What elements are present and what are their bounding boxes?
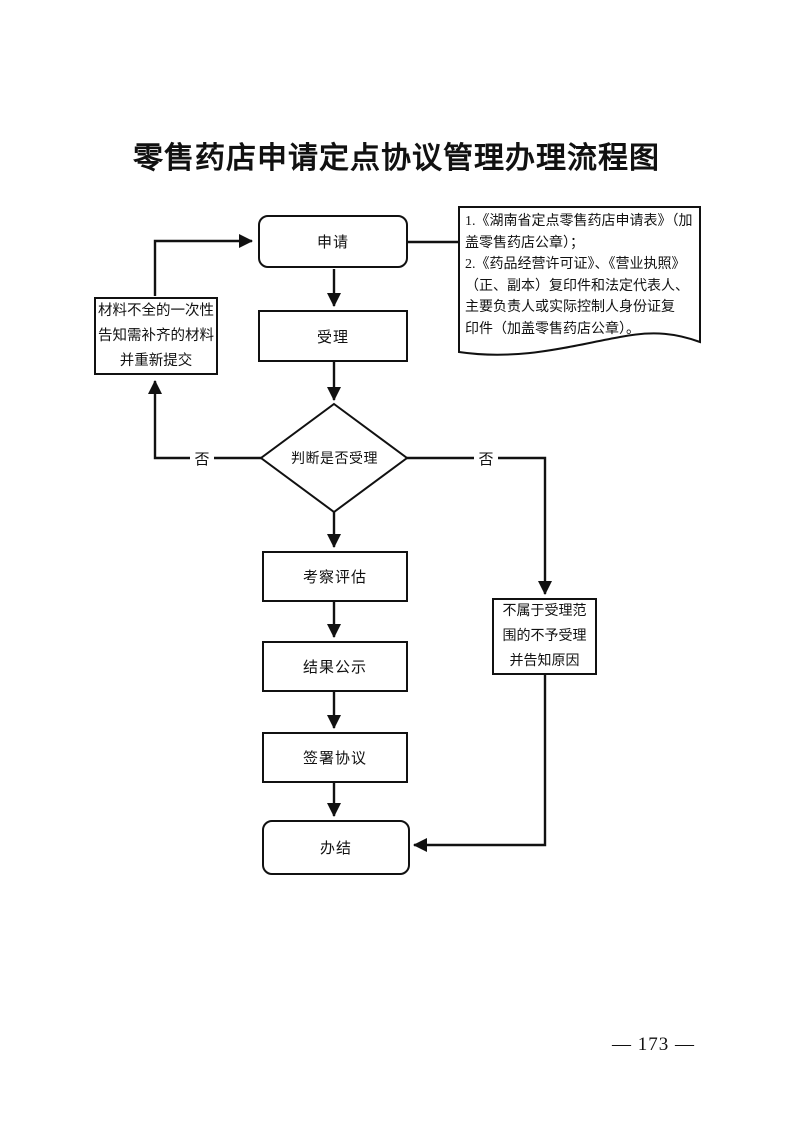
decision-diamond: [259, 402, 409, 514]
node-sign: 签署协议: [262, 732, 408, 783]
node-reject: 不属于受理范 围的不予受理 并告知原因: [492, 598, 597, 675]
page-number: — 173 —: [612, 1034, 695, 1055]
node-resubmit-line: 材料不全的一次性: [98, 302, 214, 319]
materials-note-text: 1.《湖南省定点零售药店申请表》（加 盖零售药店公章）； 2.《药品经营许可证》…: [465, 211, 699, 341]
node-reject-line: 并告知原因: [509, 654, 580, 669]
materials-note-line: 印件（加盖零售药店公章）。: [465, 321, 640, 337]
arrow-decision-no-left-to-resubmit: [148, 380, 262, 460]
node-apply: 申请: [258, 215, 408, 268]
arrow-reject-to-complete: [413, 675, 547, 852]
branch-label-no-right: 否: [474, 447, 498, 469]
materials-note-line: 主要负责人或实际控制人身份证复: [465, 300, 675, 316]
node-reject-line: 围的不予受理: [502, 629, 587, 644]
node-publicity: 结果公示: [262, 641, 408, 692]
page-title: 零售药店申请定点协议管理办理流程图: [133, 142, 660, 175]
node-resubmit-line: 告知需补齐的材料: [98, 327, 214, 344]
node-complete: 办结: [262, 820, 410, 875]
arrow-resubmit-to-apply: [153, 234, 253, 296]
materials-note-line: 2.《药品经营许可证》、《营业执照》: [465, 257, 686, 273]
branch-label-no-left: 否: [190, 447, 214, 469]
materials-note-shape: [458, 206, 701, 356]
node-resubmit: 材料不全的一次性 告知需补齐的材料 并重新提交: [94, 297, 218, 375]
node-resubmit-line: 并重新提交: [119, 352, 193, 369]
materials-note-line: （正、副本）复印件和法定代表人、: [465, 278, 689, 294]
materials-note-line: 盖零售药店公章）；: [465, 235, 584, 251]
node-accept: 受理: [258, 310, 408, 362]
materials-note-line: 1.《湖南省定点零售药店申请表》（加: [465, 214, 693, 229]
arrow-decision-no-right-to-reject: [406, 456, 552, 595]
decision-label: 判断是否受理: [291, 452, 378, 467]
node-evaluate: 考察评估: [262, 551, 408, 602]
node-reject-line: 不属于受理范: [502, 604, 587, 619]
